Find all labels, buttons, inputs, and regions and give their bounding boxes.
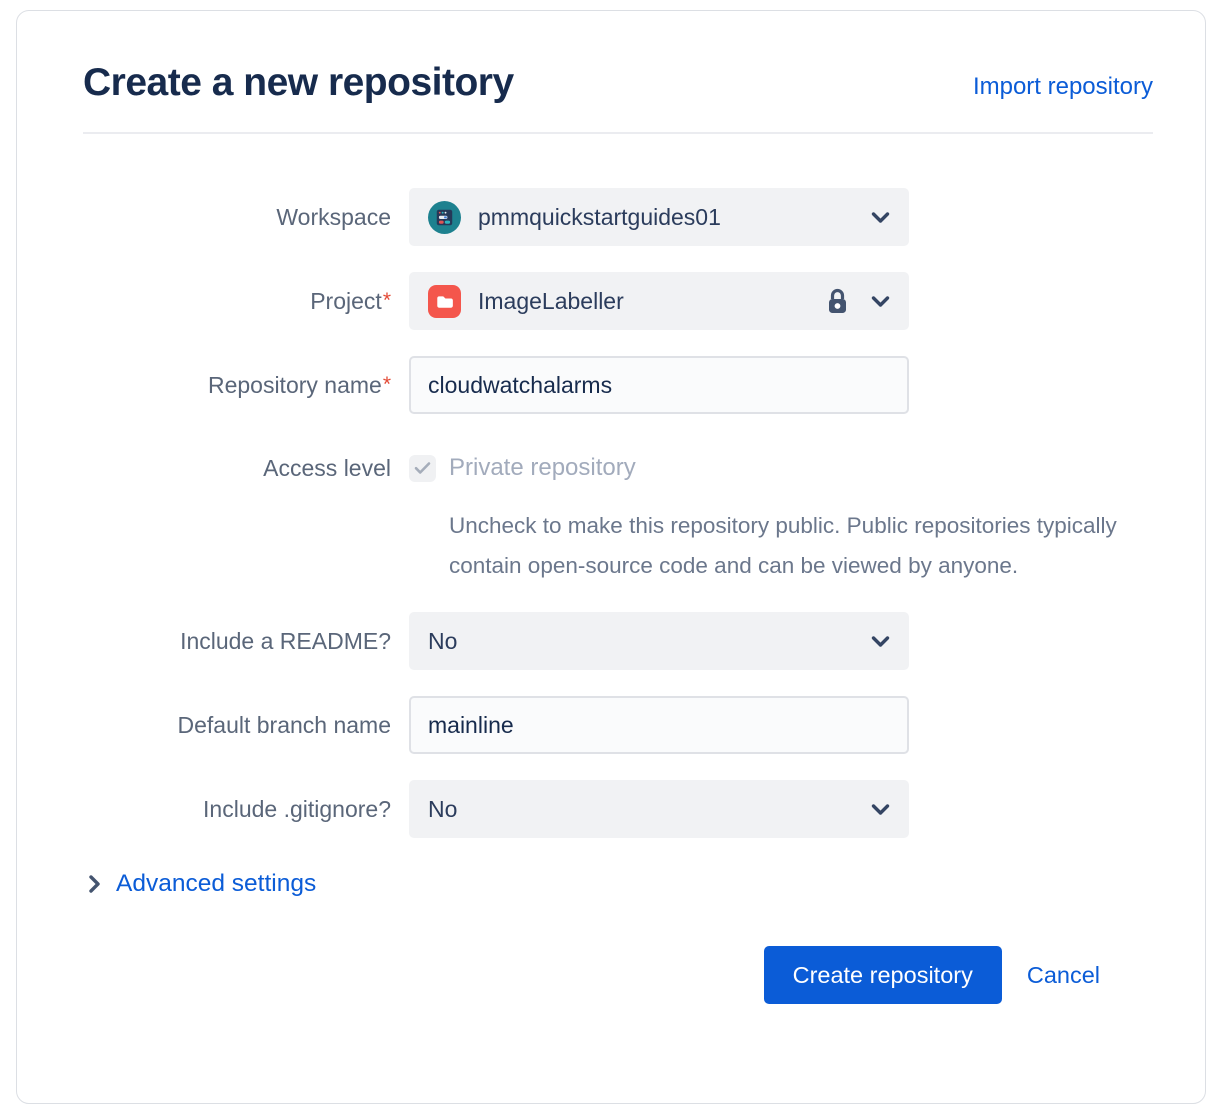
access-level-help-text: Uncheck to make this repository public. …	[449, 513, 1117, 578]
project-row: Project* ImageLabeller	[83, 272, 1153, 330]
workspace-row: Workspace pmmquickstartguides01	[83, 188, 1153, 246]
private-repository-checkbox[interactable]	[409, 454, 436, 482]
chevron-down-icon	[871, 295, 890, 308]
create-repository-card: Create a new repository Import repositor…	[16, 10, 1206, 1104]
chevron-down-icon	[871, 211, 890, 224]
chevron-down-icon	[871, 635, 890, 648]
gitignore-row: Include .gitignore? No	[83, 780, 1153, 838]
project-value: ImageLabeller	[478, 287, 624, 314]
private-repository-option: Private repository	[409, 440, 909, 496]
repository-name-label: Repository name*	[207, 372, 391, 398]
access-level-field: Private repository Uncheck to make this …	[409, 440, 1117, 586]
form-actions: Create repository Cancel	[83, 946, 1153, 1004]
readme-select[interactable]: No	[409, 612, 909, 670]
access-level-row: Access level Private repository Uncheck …	[83, 440, 1153, 586]
create-repository-button[interactable]: Create repository	[763, 946, 1002, 1004]
lock-icon	[826, 288, 849, 315]
default-branch-row: Default branch name	[83, 696, 1153, 754]
advanced-settings-label: Advanced settings	[116, 870, 317, 897]
project-select[interactable]: ImageLabeller	[409, 272, 909, 330]
required-asterisk: *	[382, 373, 391, 396]
advanced-settings-toggle[interactable]: Advanced settings	[88, 870, 316, 898]
workspace-value: pmmquickstartguides01	[478, 203, 721, 230]
workspace-select[interactable]: pmmquickstartguides01	[409, 188, 909, 246]
access-level-label: Access level	[263, 455, 391, 481]
repository-name-input[interactable]	[409, 356, 909, 414]
workspace-label: Workspace	[276, 204, 391, 230]
default-branch-label: Default branch name	[177, 712, 391, 738]
chevron-right-icon	[88, 874, 101, 894]
header: Create a new repository Import repositor…	[83, 61, 1153, 105]
project-label: Project*	[310, 288, 391, 314]
gitignore-select[interactable]: No	[409, 780, 909, 838]
private-repository-label: Private repository	[449, 454, 636, 481]
readme-label: Include a README?	[180, 628, 391, 654]
workspace-avatar-icon	[428, 200, 461, 234]
default-branch-input[interactable]	[409, 696, 909, 754]
import-repository-link[interactable]: Import repository	[972, 73, 1153, 100]
readme-value: No	[428, 627, 458, 654]
required-asterisk: *	[382, 289, 391, 312]
repository-name-row: Repository name*	[83, 356, 1153, 414]
page-title: Create a new repository	[83, 61, 514, 104]
readme-row: Include a README? No	[83, 612, 1153, 670]
project-avatar-icon	[428, 284, 461, 318]
gitignore-label: Include .gitignore?	[203, 796, 391, 822]
header-divider	[83, 132, 1153, 134]
chevron-down-icon	[871, 803, 890, 816]
gitignore-value: No	[428, 795, 458, 822]
cancel-button[interactable]: Cancel	[1026, 961, 1100, 988]
